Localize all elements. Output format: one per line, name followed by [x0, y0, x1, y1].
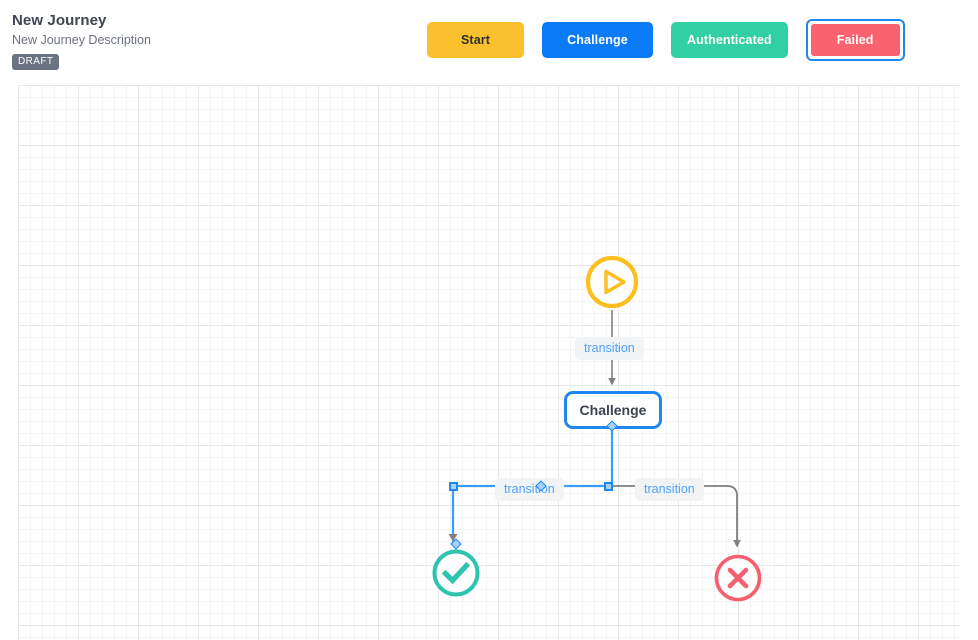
state-button-authenticated[interactable]: Authenticated: [671, 22, 788, 58]
status-badge: DRAFT: [12, 54, 60, 70]
edge-endpoint-handle-source[interactable]: [449, 482, 458, 491]
journey-header-info: New Journey New Journey Description DRAF…: [12, 12, 151, 70]
state-button-group: Start Challenge Authenticated Failed: [427, 19, 905, 61]
state-button-failed-focus-ring: Failed: [805, 19, 905, 61]
play-circle-icon: [585, 255, 639, 309]
page-title: New Journey: [12, 12, 107, 29]
node-start[interactable]: [585, 255, 639, 309]
x-circle-icon: [714, 554, 762, 602]
edge-label-challenge-to-failed[interactable]: transition: [635, 478, 704, 501]
canvas-grid-background: [18, 85, 960, 640]
state-button-start[interactable]: Start: [427, 22, 524, 58]
state-button-failed[interactable]: Failed: [810, 24, 900, 56]
state-button-challenge[interactable]: Challenge: [542, 22, 653, 58]
edge-line[interactable]: [612, 485, 741, 548]
edge-challenge-to-failed[interactable]: [612, 485, 741, 548]
journey-description: New Journey Description: [12, 33, 151, 47]
node-failed[interactable]: [713, 553, 763, 603]
journey-header: New Journey New Journey Description DRAF…: [0, 0, 978, 84]
journey-canvas[interactable]: Challenge transition transition transiti…: [0, 84, 978, 640]
node-challenge-label: Challenge: [579, 402, 647, 418]
edge-arrowhead: [448, 534, 458, 542]
edge-label-start-to-challenge[interactable]: transition: [575, 337, 644, 360]
edge-endpoint-handle-target[interactable]: [604, 482, 613, 491]
check-circle-icon: [432, 549, 480, 597]
node-authenticated[interactable]: [431, 548, 481, 598]
graph-edges-layer: [448, 310, 741, 548]
edge-label-challenge-to-authenticated[interactable]: transition: [495, 478, 564, 501]
